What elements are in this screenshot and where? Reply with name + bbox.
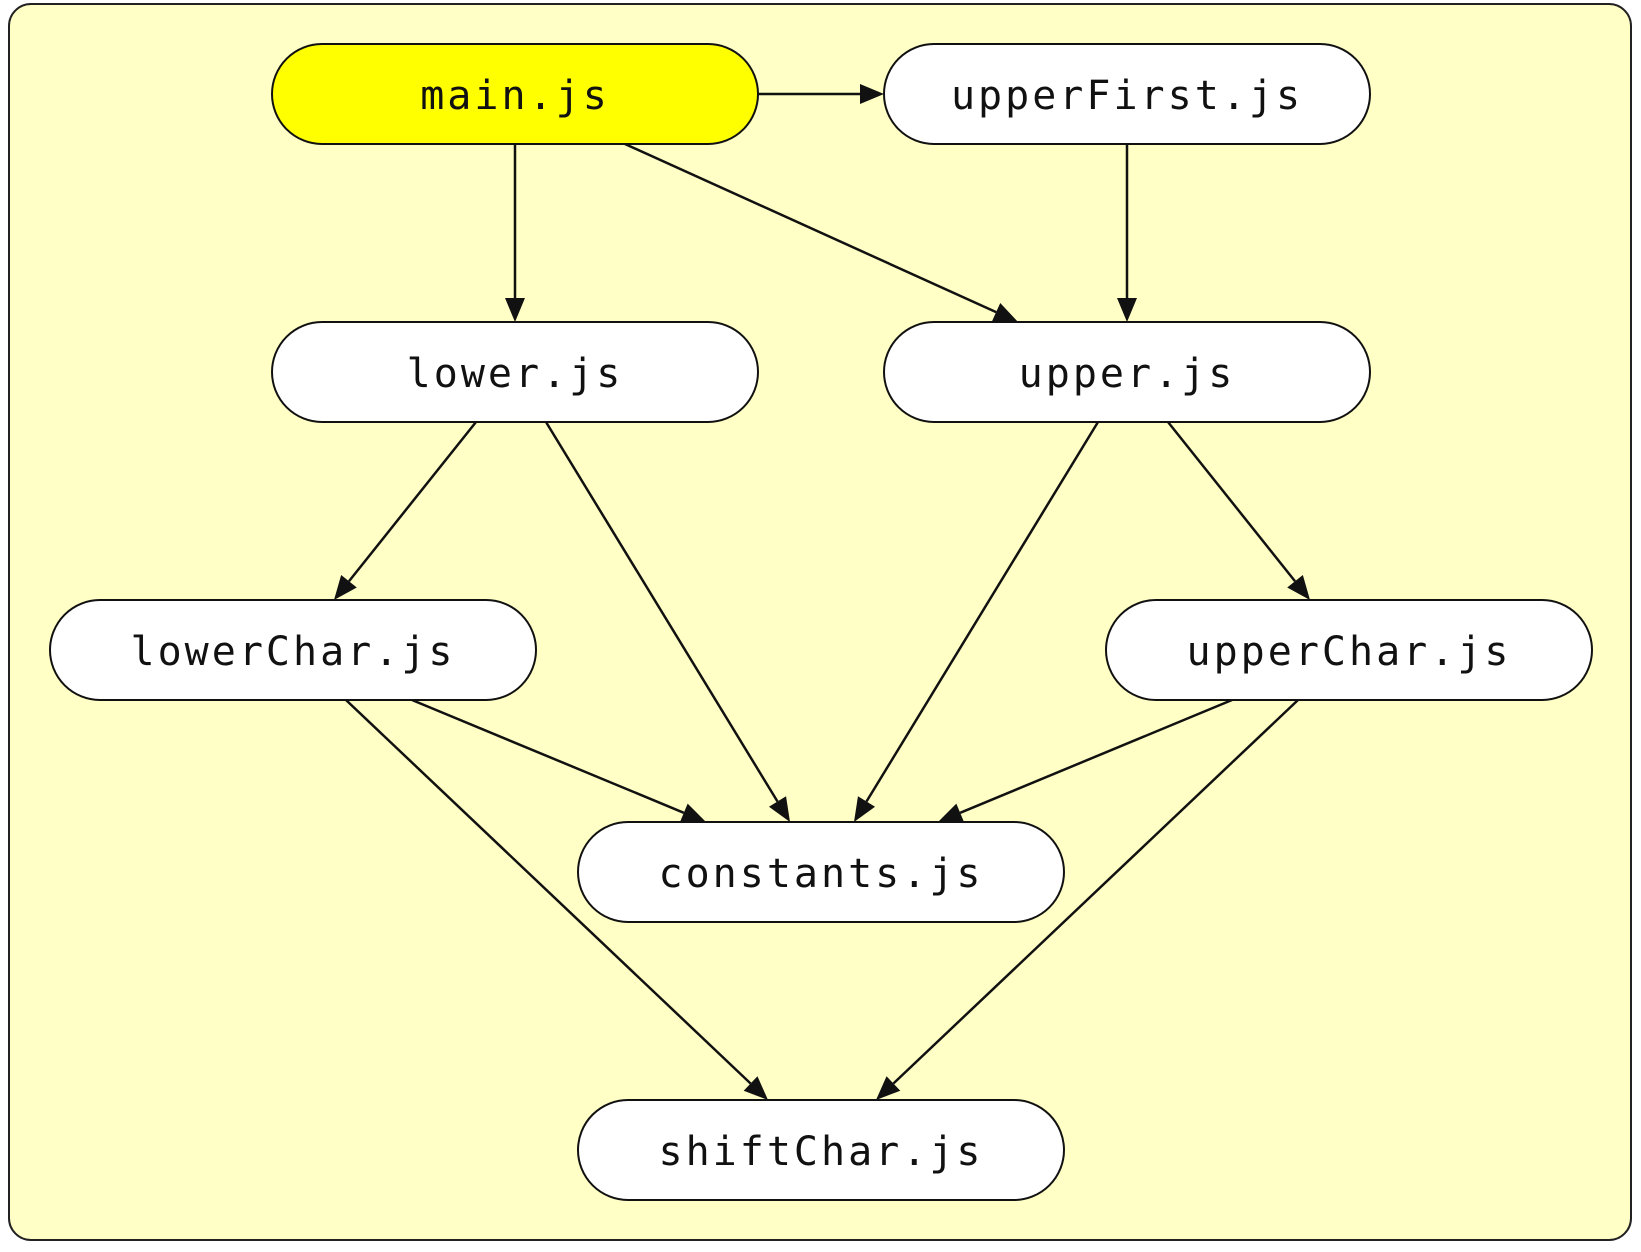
node-shape	[1105, 599, 1593, 701]
arrowhead-icon	[334, 575, 357, 600]
graph-panel	[8, 3, 1632, 1241]
edge-line	[345, 699, 752, 1085]
node-shape	[883, 321, 1371, 423]
edge-main-to-upper	[624, 142, 1018, 322]
arrowhead-icon	[860, 84, 884, 104]
node-shape	[883, 43, 1371, 145]
edge-line	[865, 421, 1100, 803]
node-shape	[49, 599, 537, 701]
node-lower[interactable]: lower.js	[271, 321, 759, 423]
node-label: main.js	[420, 73, 610, 119]
node-label: lower.js	[407, 351, 624, 397]
edge-upperFirst-to-upper	[1117, 144, 1137, 322]
node-label: shiftChar.js	[659, 1129, 984, 1175]
arrowhead-icon	[505, 298, 525, 322]
edge-line	[411, 698, 685, 814]
edge-line	[624, 142, 997, 314]
edge-main-to-lower	[505, 144, 525, 322]
arrowhead-icon	[743, 1076, 768, 1100]
edge-upper-to-constants	[854, 421, 1100, 822]
node-label: lowerChar.js	[131, 629, 456, 675]
arrowhead-icon	[992, 302, 1018, 322]
node-upperFirst[interactable]: upperFirst.js	[883, 43, 1371, 145]
node-main[interactable]: main.js	[271, 43, 759, 145]
arrowhead-icon	[1117, 298, 1137, 322]
node-label: constants.js	[659, 851, 984, 897]
edges-layer	[334, 84, 1310, 1100]
edge-upperChar-to-constants	[938, 698, 1233, 823]
node-upper[interactable]: upper.js	[883, 321, 1371, 423]
edge-lowerChar-to-constants	[411, 698, 706, 823]
edge-line	[959, 698, 1233, 814]
edge-line	[544, 421, 779, 803]
edge-upper-to-upperChar	[1167, 421, 1310, 600]
edge-line	[1167, 421, 1297, 583]
edge-main-to-upperFirst	[758, 84, 884, 104]
arrowhead-icon	[768, 796, 790, 822]
node-lowerChar[interactable]: lowerChar.js	[49, 599, 537, 701]
edge-line	[892, 699, 1299, 1085]
arrowhead-icon	[938, 803, 964, 823]
edge-line	[347, 421, 477, 583]
arrowhead-icon	[680, 803, 706, 823]
node-label: upper.js	[1019, 351, 1236, 397]
arrowhead-icon	[854, 796, 876, 822]
arrowhead-icon	[1287, 575, 1310, 600]
node-shape	[577, 821, 1065, 923]
edge-lower-to-lowerChar	[334, 421, 477, 600]
node-constants[interactable]: constants.js	[577, 821, 1065, 923]
edge-lower-to-constants	[544, 421, 790, 822]
node-shape	[577, 1099, 1065, 1201]
edge-upperChar-to-shiftChar	[876, 699, 1299, 1100]
node-upperChar[interactable]: upperChar.js	[1105, 599, 1593, 701]
node-label: upperChar.js	[1187, 629, 1512, 675]
nodes-layer: main.js upperFirst.js lower.js upper.js lowe…	[49, 43, 1593, 1201]
node-shape	[271, 321, 759, 423]
node-shape	[271, 43, 759, 145]
node-label: upperFirst.js	[951, 73, 1303, 119]
node-shiftChar[interactable]: shiftChar.js	[577, 1099, 1065, 1201]
arrowhead-icon	[876, 1076, 901, 1100]
edge-lowerChar-to-shiftChar	[345, 699, 768, 1100]
